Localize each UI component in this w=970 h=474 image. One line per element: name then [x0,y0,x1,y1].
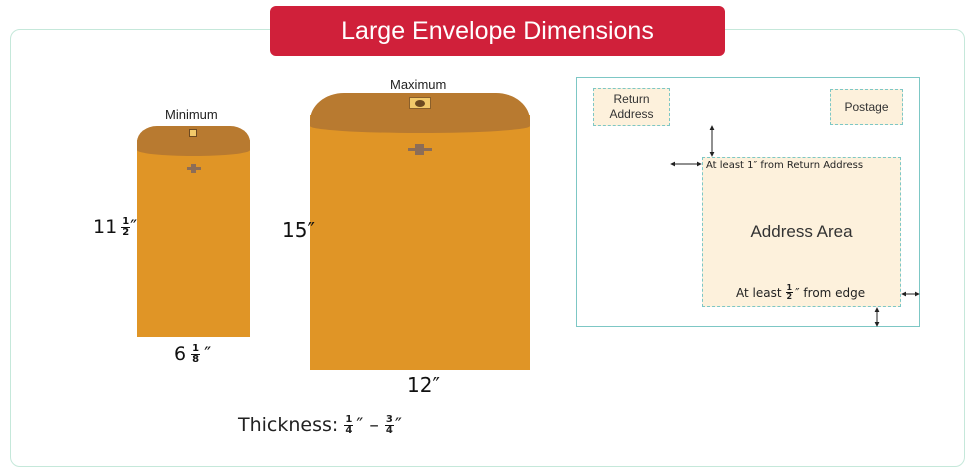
thickness-title: Thickness: [238,414,339,436]
maximum-label: Maximum [390,77,447,92]
thickness-min-fraction: 1 4 [344,413,354,436]
return-address-label: Return Address [609,92,654,121]
minimum-height-numerator: 1 [121,215,131,228]
address-area-box: Address Area [702,157,901,307]
thickness-label: Thickness: 1 4 ″ – 3 4 ″ [238,414,402,436]
return-clearance-prefix: At least 1 [706,160,754,171]
maximum-height-dimension: 15″ [282,218,315,242]
return-address-clearance-note: At least 1″ from Return Address [706,160,863,171]
minimum-width-numerator: 1 [191,342,201,355]
edge-clearance-fraction: 1 2 [785,283,794,301]
page-title: Large Envelope Dimensions [341,16,654,45]
edge-clearance-note: At least 1 2 ″ from edge [736,284,865,301]
minimum-height-fraction: 1 2 [121,215,131,238]
minimum-clasp-hole-icon [189,129,197,137]
minimum-width-denominator: 8 [192,353,200,365]
thickness-max-denominator: 4 [385,424,393,436]
address-area-label: Address Area [750,222,853,241]
minimum-height-unit: ″ [130,216,138,238]
thickness-separator: ″ – [356,414,379,436]
maximum-clasp-knob-icon [415,144,424,155]
maximum-width-dimension: 12″ [407,373,440,397]
minimum-height-dimension: 11 1 2 ″ [93,216,137,238]
thickness-min-denominator: 4 [345,424,353,436]
edge-clearance-prefix: At least [736,285,782,300]
thickness-min-numerator: 1 [344,413,354,426]
minimum-width-dimension: 6 1 8 ″ [174,343,211,365]
title-banner: Large Envelope Dimensions [270,6,725,56]
edge-clearance-denominator: 2 [786,292,793,301]
maximum-clasp-hole-icon [409,97,431,109]
return-address-box: Return Address [593,88,670,126]
minimum-width-fraction: 1 8 [191,342,201,365]
minimum-height-whole: 11 [93,216,118,238]
minimum-height-denominator: 2 [122,226,130,238]
minimum-clasp-knob-icon [191,164,196,173]
edge-clearance-numerator: 1 [785,283,794,293]
thickness-max-numerator: 3 [384,413,394,426]
return-clearance-suffix: ″ from Return Address [753,160,864,171]
thickness-max-fraction: 3 4 [384,413,394,436]
thickness-unit: ″ [394,414,402,436]
maximum-envelope-body [310,115,530,370]
minimum-width-whole: 6 [174,343,187,365]
postage-box: Postage [830,89,903,125]
edge-clearance-suffix: ″ from edge [795,285,866,300]
minimum-label: Minimum [165,107,218,122]
postage-label: Postage [844,100,889,114]
minimum-width-unit: ″ [204,343,212,365]
